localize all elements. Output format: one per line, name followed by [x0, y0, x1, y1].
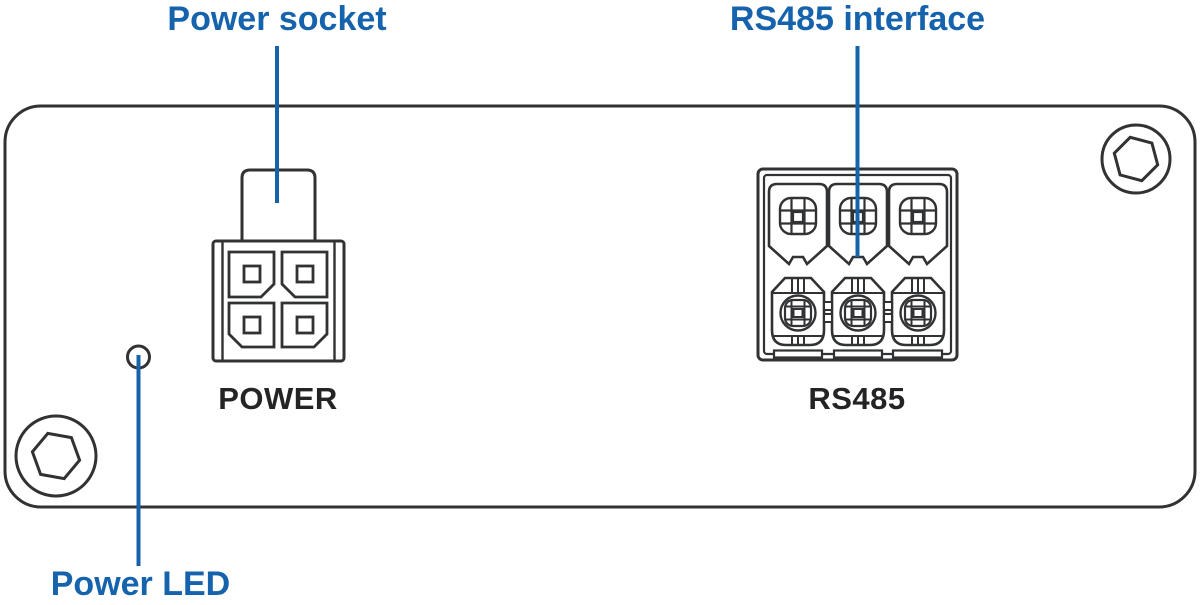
power-port-label: POWER — [218, 381, 338, 416]
power-socket-connector — [211, 168, 346, 363]
power-socket-annotation-label: Power socket — [167, 0, 387, 38]
rs485-bottom-tab — [832, 349, 884, 359]
rs485-bottom-tab — [891, 349, 944, 359]
power-pin — [295, 315, 315, 335]
hex-screw-bottom-left-icon — [14, 414, 98, 498]
rs485-annotation-label: RS485 interface — [729, 0, 986, 38]
power-pin — [295, 264, 315, 284]
rs485-terminal-block — [756, 167, 959, 362]
hex-screw-top-right-icon — [1100, 123, 1172, 195]
power-pin — [242, 315, 262, 335]
power-pin — [242, 264, 262, 284]
power-led-annotation-label: Power LED — [50, 565, 231, 603]
rs485-bottom-tab — [772, 349, 824, 359]
panel-outline — [3, 104, 1197, 509]
rs485-port-label: RS485 — [808, 381, 906, 416]
annotation-leader-lines — [136, 46, 860, 566]
